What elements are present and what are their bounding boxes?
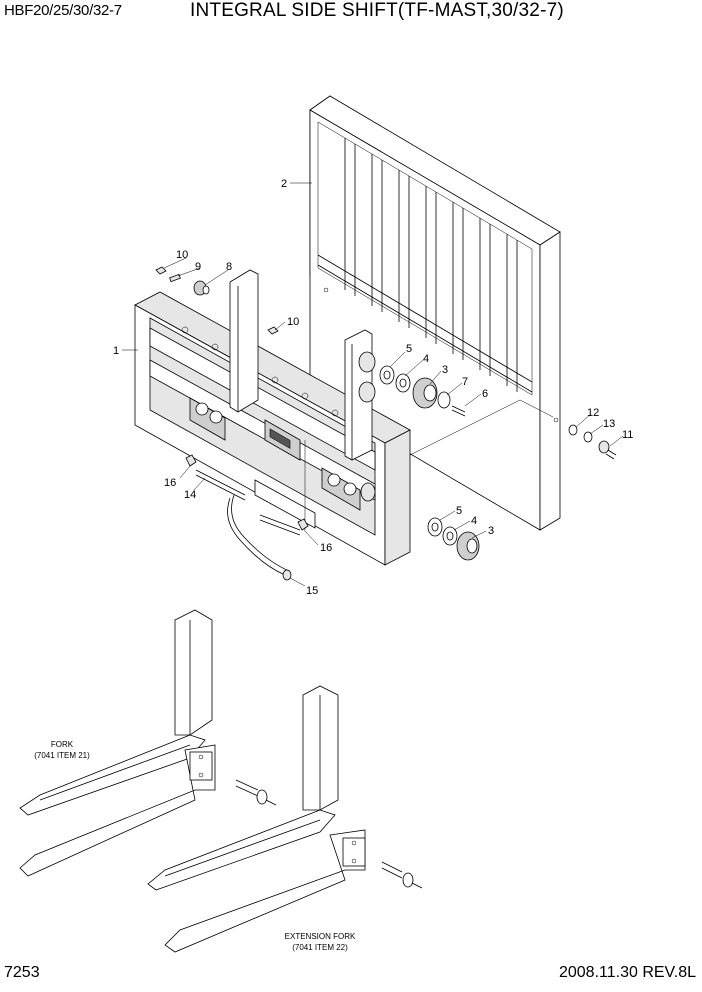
callout-4-upper: 4 (423, 353, 429, 365)
callout-10-mid: 10 (287, 316, 299, 328)
callout-5-lower: 5 (456, 505, 462, 517)
callout-3-lower: 3 (488, 525, 494, 537)
header: HBF20/25/30/32-7 INTEGRAL SIDE SHIFT(TF-… (0, 0, 702, 30)
callout-14: 14 (184, 489, 196, 501)
extension-forks (147, 685, 423, 953)
lower-roller-set (360, 482, 480, 561)
callout-6: 6 (482, 388, 488, 400)
callout-13: 13 (603, 418, 615, 430)
callout-7: 7 (462, 376, 468, 388)
callout-8: 8 (226, 261, 232, 273)
callout-1: 1 (113, 345, 119, 357)
extension-note-line1: EXTENSION FORK (285, 932, 356, 941)
callout-12: 12 (587, 407, 599, 419)
callout-5-upper: 5 (406, 343, 412, 355)
model-number: HBF20/25/30/32-7 (4, 2, 122, 19)
callout-16-right: 16 (320, 542, 332, 554)
leader-lines (122, 182, 624, 587)
small-parts-top-left (155, 266, 279, 335)
callout-4-lower: 4 (471, 515, 477, 527)
bolt-set-right (568, 424, 617, 460)
callout-16-left: 16 (164, 477, 176, 489)
date-revision: 2008.11.30 REV.8L (558, 964, 696, 981)
callout-3-upper: 3 (442, 364, 448, 376)
callout-15: 15 (306, 585, 318, 597)
fork-note-line2: (7041 ITEM 21) (34, 751, 90, 760)
callout-9: 9 (195, 261, 201, 273)
upper-roller-set (358, 351, 466, 417)
page-number: 7253 (4, 964, 40, 981)
callout-2: 2 (281, 178, 287, 190)
standard-forks (19, 609, 277, 877)
extension-note-line2: (7041 ITEM 22) (292, 943, 348, 952)
callout-10-top: 10 (176, 249, 188, 261)
page-title: INTEGRAL SIDE SHIFT(TF-MAST,30/32-7) (190, 0, 564, 21)
fork-note-line1: FORK (51, 740, 74, 749)
side-shifter-frame (134, 269, 411, 566)
callout-11: 11 (622, 429, 633, 441)
